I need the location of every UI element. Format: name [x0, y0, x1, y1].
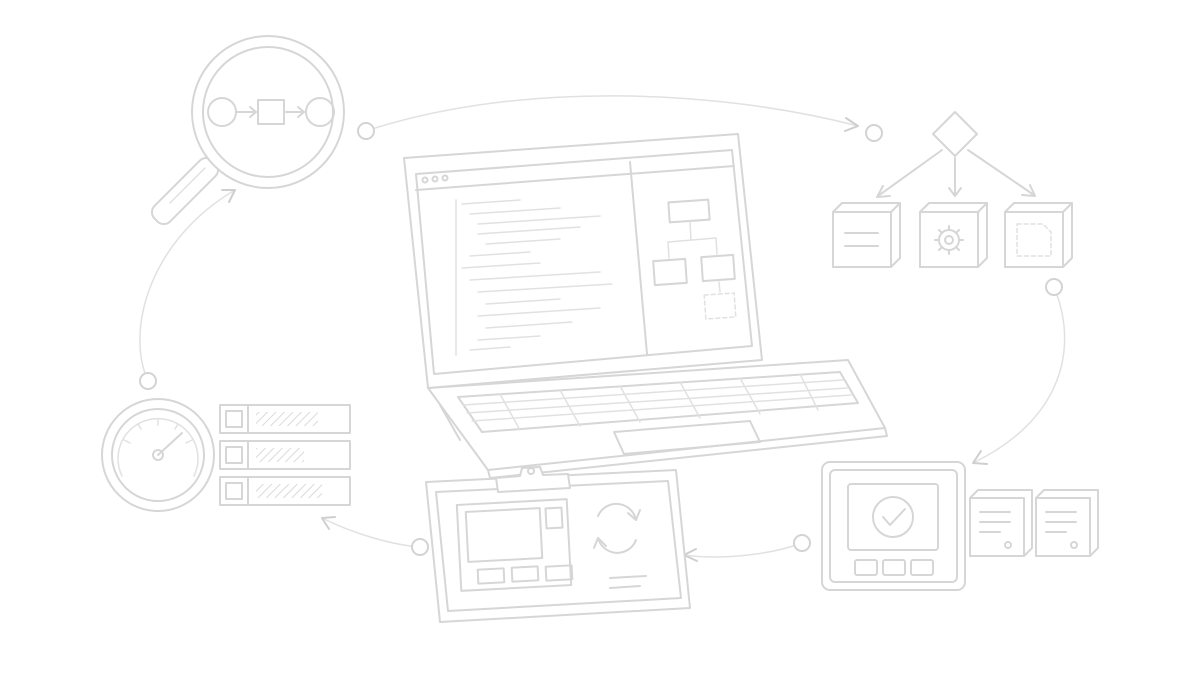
connector-node [411, 538, 429, 556]
decision-diamond-icon [932, 111, 978, 157]
refresh-icon [597, 502, 637, 521]
connector-review-to-monitor [321, 517, 421, 548]
connector-validate-to-review [683, 542, 803, 558]
laptop-touchpad [613, 420, 761, 455]
document-block-icon [832, 202, 901, 268]
document-block-icon [1035, 489, 1099, 557]
connector-node [139, 372, 157, 390]
connector-analyze-to-decide [365, 95, 859, 132]
flowchart-pane [652, 198, 737, 320]
decision-blocks-icon [832, 111, 1073, 268]
check-screen-icon [821, 461, 1099, 591]
connector-node [357, 122, 375, 140]
laptop-lid [403, 133, 763, 389]
gauge-progress-icon [101, 398, 351, 512]
connector-node [793, 534, 811, 552]
connector-node [1045, 278, 1063, 296]
file-block-icon [1004, 202, 1073, 268]
code-editor-pane [455, 199, 613, 356]
laptop-code-icon [403, 133, 888, 479]
connector-monitor-to-analyze [139, 189, 236, 382]
cycle-connectors [139, 95, 1066, 562]
progress-row [219, 404, 351, 434]
clipboard-dashboard-icon [425, 466, 691, 623]
connector-decide-to-validate [974, 286, 1066, 463]
connector-node [865, 124, 883, 142]
laptop-keyboard [457, 371, 859, 433]
magnifier-flow-icon [150, 35, 345, 226]
laptop-screen [415, 149, 753, 375]
gear-block-icon [919, 202, 988, 268]
document-block-icon [969, 489, 1033, 557]
progress-row [219, 476, 351, 506]
progress-row [219, 440, 351, 470]
